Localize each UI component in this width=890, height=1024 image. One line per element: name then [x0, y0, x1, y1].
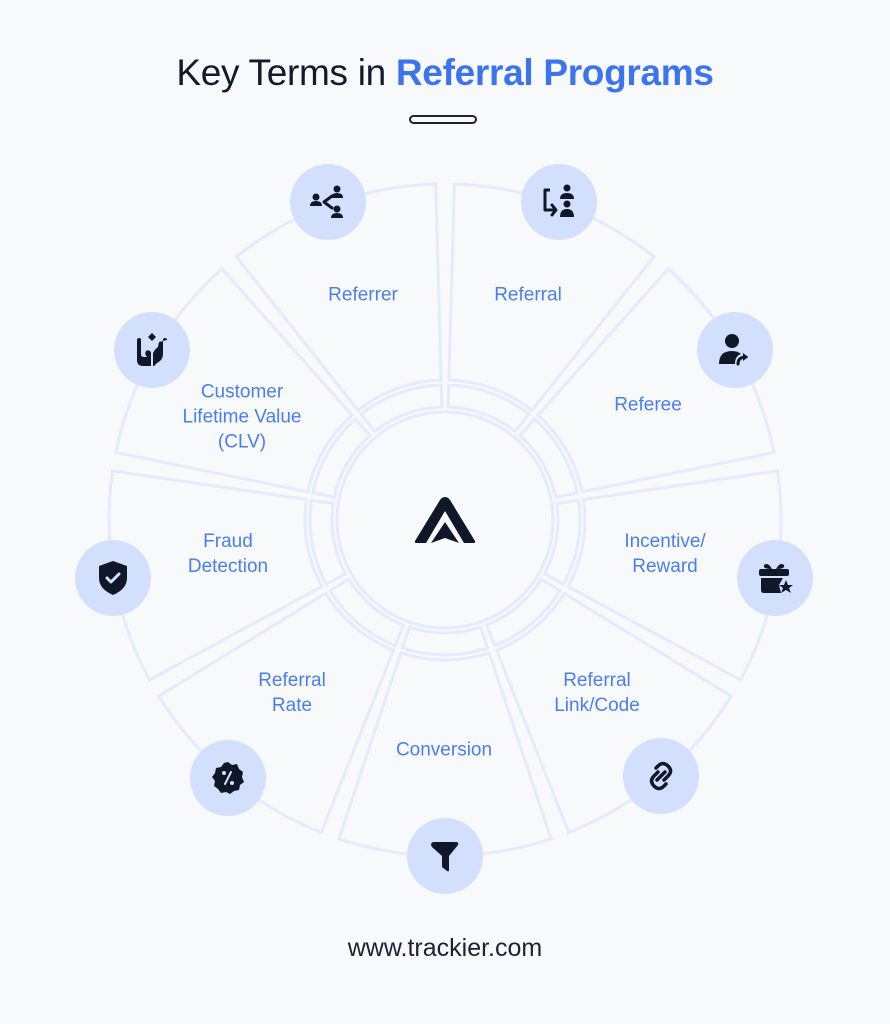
term-label-incentive: Incentive/ Reward — [624, 531, 706, 577]
link-icon-circle — [623, 738, 699, 814]
wheel-segment — [234, 182, 443, 413]
wheel-segment — [114, 266, 355, 494]
wheel-segment — [107, 469, 324, 682]
wheel-segment — [542, 498, 582, 587]
user-forward-icon — [719, 334, 748, 366]
wheel-segment — [400, 625, 490, 657]
title-highlight: Referral Programs — [395, 52, 714, 93]
wheel-segment — [310, 416, 373, 500]
title-prefix: Key Terms in — [176, 52, 396, 93]
wheel-segment — [517, 416, 580, 500]
term-label-referee: Referee — [614, 394, 682, 416]
conversion-icon-circle — [407, 818, 483, 894]
referral-icon-circle — [521, 164, 597, 240]
gift-star-icon — [759, 564, 793, 593]
trackier-logo-icon — [414, 497, 476, 543]
term-label-referral-link: Referral Link/Code — [554, 670, 640, 716]
term-label-fraud-detection: Fraud Detection — [187, 531, 269, 577]
refer-users-icon — [543, 184, 574, 217]
link-icon — [649, 761, 673, 791]
wheel-segment — [337, 650, 553, 858]
wheel-segment — [446, 383, 531, 434]
term-label-clv: Customer Lifetime Value (CLV) — [182, 381, 302, 453]
page-title: Key Terms in Referral Programs — [0, 52, 890, 94]
wheel-segment — [484, 577, 563, 648]
wheel-segment — [566, 469, 783, 682]
center-circle — [335, 410, 555, 630]
fraud-icon-circle — [75, 540, 151, 616]
wheel-segment — [327, 577, 406, 648]
wheel-segment — [359, 383, 444, 434]
referee-icon-circle — [697, 312, 773, 388]
term-label-conversion: Conversion — [395, 739, 493, 761]
title-underline-pill — [409, 115, 477, 124]
wheel-segment — [494, 591, 734, 835]
percent-badge-icon — [212, 762, 244, 794]
wheel-segment — [308, 498, 348, 587]
term-label-referral-rate: Referral Rate — [258, 670, 326, 716]
hands-value-icon — [137, 333, 167, 366]
footer-url: www.trackier.com — [347, 934, 543, 962]
term-label-referral: Referral — [494, 284, 562, 306]
incentive-icon-circle — [737, 540, 813, 616]
clv-icon-circle — [114, 312, 190, 388]
wheel-segment — [535, 266, 776, 494]
shield-check-icon — [99, 561, 127, 595]
referrer-icon-circle — [290, 164, 366, 240]
share-users-icon — [310, 185, 343, 218]
term-label-referrer: Referrer — [328, 284, 398, 306]
wheel-segment — [447, 182, 656, 413]
referral-rate-icon-circle — [190, 740, 266, 816]
funnel-icon — [431, 842, 459, 872]
wheel-segment — [156, 591, 396, 835]
